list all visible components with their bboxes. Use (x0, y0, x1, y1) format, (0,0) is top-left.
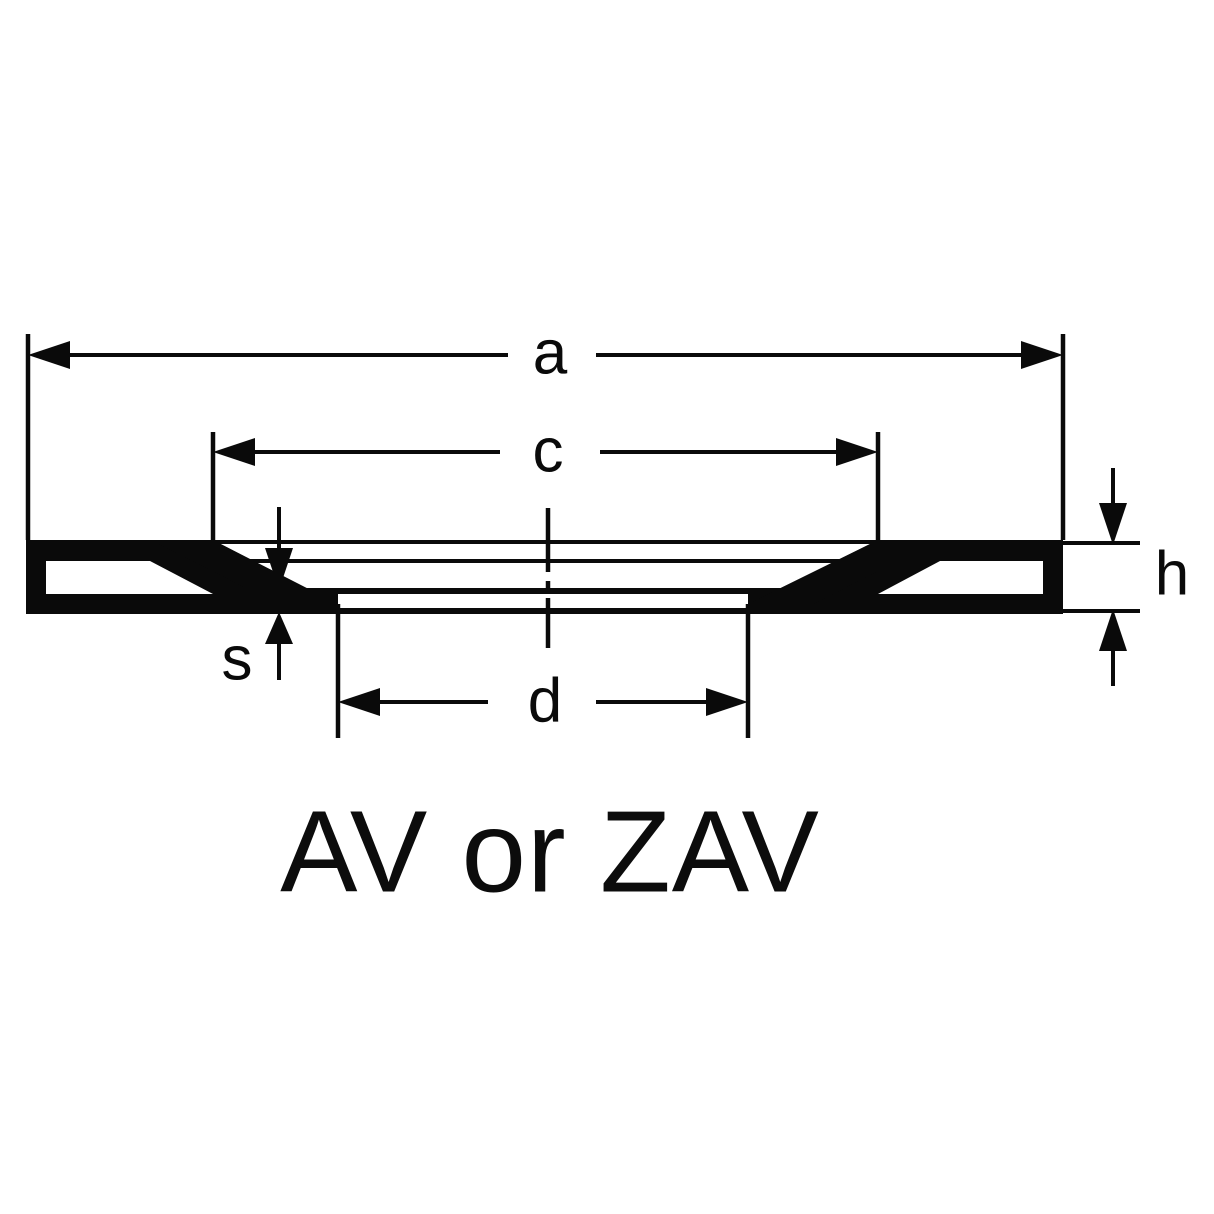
dimension-s-arrow-top (265, 548, 293, 590)
dimension-a-arrow-left (28, 341, 70, 369)
dimension-d-arrow-left (338, 688, 380, 716)
dimension-s-label: s (222, 624, 253, 693)
dimension-h: h (1055, 468, 1189, 686)
dimension-d-label: d (528, 666, 562, 735)
dimension-s-arrow-bottom (265, 612, 293, 644)
dimension-h-label: h (1155, 539, 1189, 608)
dimension-a-arrow-right (1021, 341, 1063, 369)
dimension-h-arrow-bottom (1099, 609, 1127, 651)
dimension-h-arrow-top (1099, 503, 1127, 545)
wheel-cross-section-profile (26, 540, 1063, 614)
dimension-c-arrow-left (213, 438, 255, 466)
profile-right-relief-pocket (878, 561, 1043, 594)
dimension-c: c (210, 416, 881, 577)
dimension-a-label: a (533, 318, 568, 387)
drawing-caption: AV or ZAV (280, 787, 820, 917)
profile-web-hollow (338, 594, 748, 608)
dimension-d: d (335, 604, 751, 738)
dimension-c-arrow-right (836, 438, 878, 466)
profile-left-relief-pocket (46, 561, 213, 594)
dimension-d-arrow-right (706, 688, 748, 716)
dimension-s: s (222, 507, 293, 693)
dimension-a: a (25, 318, 1066, 540)
dimension-c-label: c (533, 416, 564, 485)
